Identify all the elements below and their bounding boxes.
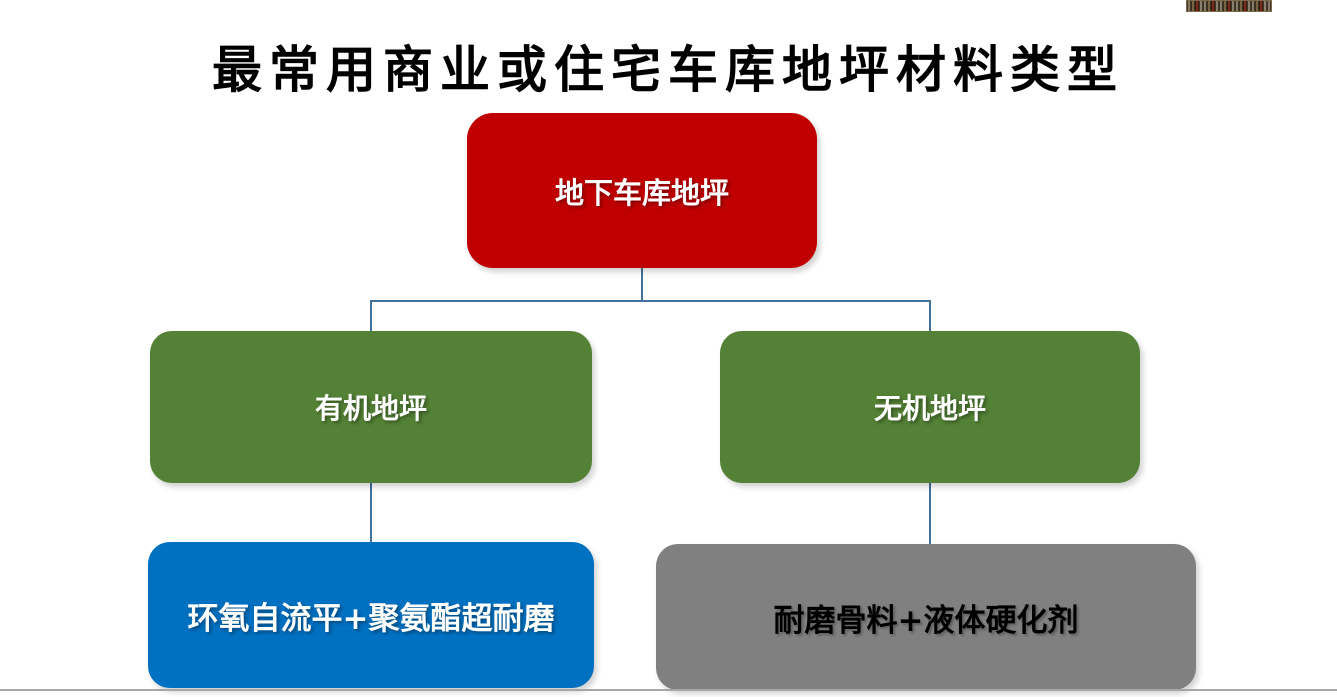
bottom-divider-line <box>0 689 1337 691</box>
node-underground-garage-floor: 地下车库地坪 <box>467 113 817 268</box>
node-label: 地下车库地坪 <box>554 175 729 210</box>
connector-drop-left <box>370 300 372 332</box>
connector-drop-right <box>929 300 931 332</box>
connector-horizontal <box>370 300 931 302</box>
node-aggregate-hardener: 耐磨骨料+液体硬化剂 <box>656 544 1196 690</box>
node-organic-floor: 有机地坪 <box>150 331 592 483</box>
connector-root-stub <box>641 268 643 301</box>
node-epoxy-polyurethane: 环氧自流平+聚氨酯超耐磨 <box>148 542 594 688</box>
node-label: 有机地坪 <box>314 392 427 425</box>
node-label: 环氧自流平+聚氨酯超耐磨 <box>187 600 555 637</box>
connector-right-to-leaf <box>929 483 931 545</box>
node-label: 耐磨骨料+液体硬化剂 <box>773 602 1079 639</box>
node-label: 无机地坪 <box>873 392 986 425</box>
corner-logo-badge <box>1186 0 1272 12</box>
connector-left-to-leaf <box>370 483 372 543</box>
node-inorganic-floor: 无机地坪 <box>720 331 1140 483</box>
slide-title: 最常用商业或住宅车库地坪材料类型 <box>212 41 1124 99</box>
